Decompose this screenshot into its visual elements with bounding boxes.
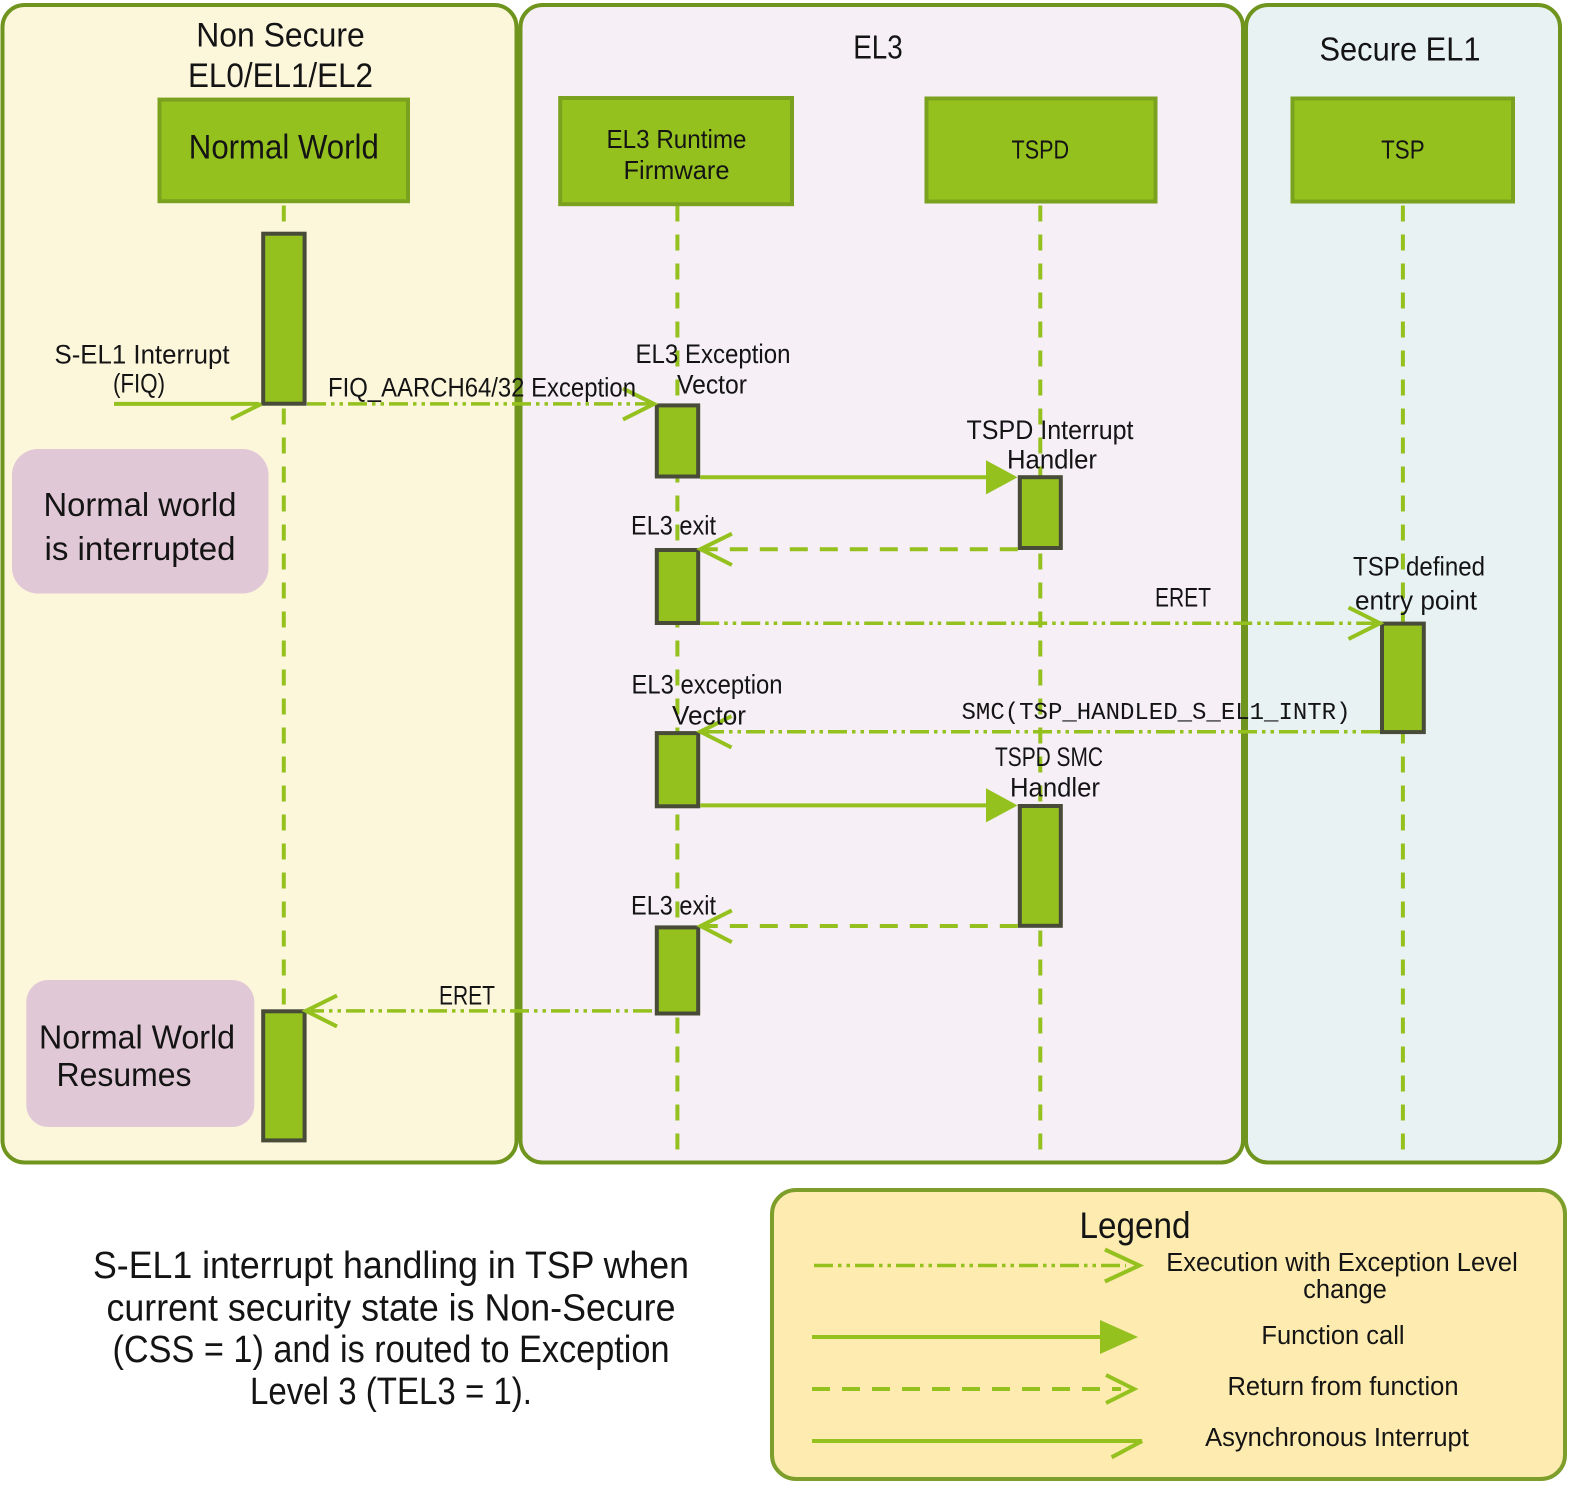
svg-text:Level 3 (TEL3 = 1).: Level 3 (TEL3 = 1). [250, 1371, 532, 1413]
svg-text:EL3 exit: EL3 exit [631, 891, 716, 921]
svg-text:Secure EL1: Secure EL1 [1320, 31, 1481, 68]
svg-text:Function call: Function call [1261, 1322, 1404, 1350]
svg-text:EL0/EL1/EL2: EL0/EL1/EL2 [188, 57, 373, 95]
svg-text:(CSS = 1) and is routed to Exc: (CSS = 1) and is routed to Exception [113, 1329, 670, 1371]
svg-text:S-EL1 Interrupt: S-EL1 Interrupt [55, 340, 230, 370]
svg-text:Resumes: Resumes [57, 1056, 192, 1093]
svg-text:EL3 Runtime: EL3 Runtime [607, 124, 747, 154]
svg-text:SMC(TSP_HANDLED_S_EL1_INTR): SMC(TSP_HANDLED_S_EL1_INTR) [962, 700, 1351, 727]
svg-text:ERET: ERET [1155, 583, 1211, 613]
svg-text:EL3: EL3 [853, 29, 903, 66]
svg-text:TSPD: TSPD [1012, 137, 1070, 165]
svg-text:(FIQ): (FIQ) [113, 369, 165, 399]
svg-text:ERET: ERET [439, 981, 495, 1011]
svg-text:Non Secure: Non Secure [196, 17, 365, 55]
svg-text:Vector: Vector [677, 370, 747, 400]
svg-text:Normal World: Normal World [39, 1018, 235, 1055]
svg-text:current security state is Non-: current security state is Non-Secure [107, 1288, 676, 1330]
svg-text:is interrupted: is interrupted [45, 530, 236, 567]
svg-text:Return from function: Return from function [1227, 1373, 1458, 1401]
svg-text:TSP defined: TSP defined [1353, 552, 1485, 582]
svg-text:Normal World: Normal World [189, 129, 379, 167]
svg-text:Asynchronous Interrupt: Asynchronous Interrupt [1205, 1424, 1469, 1452]
svg-text:EL3 exception: EL3 exception [632, 670, 783, 700]
svg-text:TSPD Interrupt: TSPD Interrupt [967, 415, 1134, 445]
svg-text:change: change [1303, 1276, 1387, 1304]
svg-text:FIQ_AARCH64/32 Exception: FIQ_AARCH64/32 Exception [328, 373, 636, 403]
svg-text:TSPD SMC: TSPD SMC [995, 742, 1103, 772]
svg-text:EL3 Exception: EL3 Exception [636, 339, 791, 369]
svg-text:Firmware: Firmware [624, 155, 730, 185]
svg-text:Vector: Vector [672, 701, 746, 731]
svg-text:Execution with Exception Level: Execution with Exception Level [1166, 1249, 1518, 1277]
svg-text:Handler: Handler [1007, 445, 1097, 475]
svg-text:Legend: Legend [1080, 1205, 1191, 1246]
svg-text:TSP: TSP [1381, 137, 1425, 165]
svg-text:S-EL1 interrupt handling in TS: S-EL1 interrupt handling in TSP when [93, 1245, 689, 1287]
svg-text:entry point: entry point [1355, 586, 1477, 616]
svg-text:Normal world: Normal world [44, 486, 237, 523]
svg-text:EL3 exit: EL3 exit [631, 511, 716, 541]
svg-text:Handler: Handler [1010, 773, 1100, 803]
